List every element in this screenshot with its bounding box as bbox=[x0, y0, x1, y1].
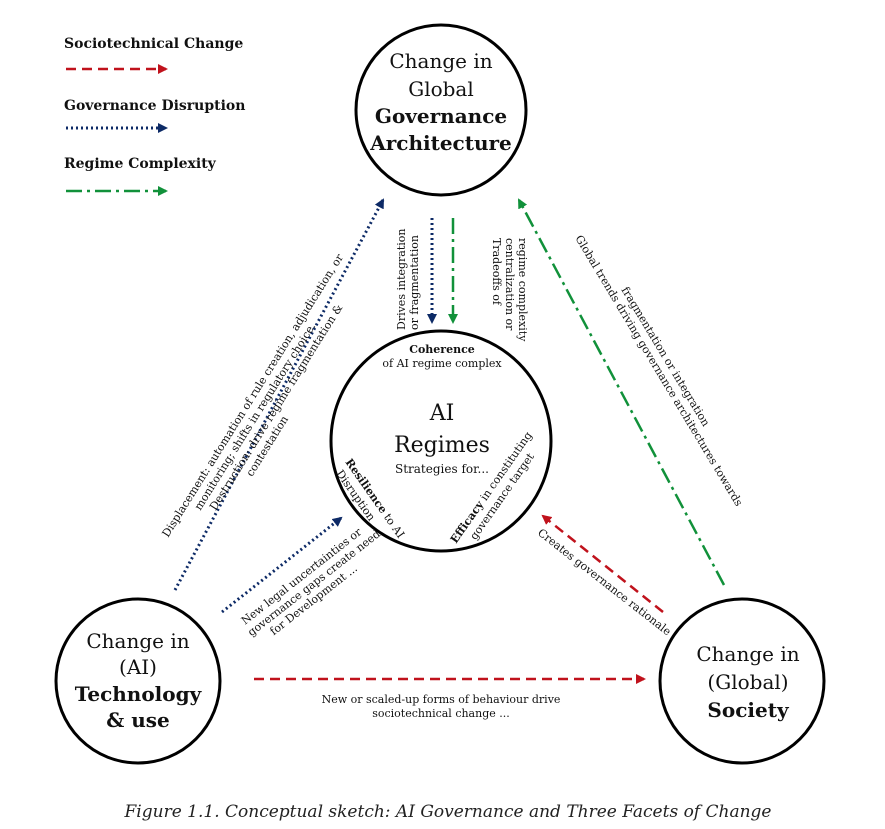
legend-governance-disruption-label: Governance Disruption bbox=[64, 98, 245, 114]
technology-line3: Technology bbox=[75, 682, 203, 706]
displacement-line2: monitoring; shifts in regulatory choice. bbox=[192, 321, 319, 513]
society-circle bbox=[658, 597, 826, 765]
technology-line1: Change in bbox=[86, 629, 189, 653]
tradeoffs-label: Tradeoffs of centralization or regime co… bbox=[490, 238, 529, 342]
governance-line4: Architecture bbox=[369, 131, 512, 155]
tradeoffs-line2: centralization or bbox=[503, 238, 516, 331]
regimes-title1: AI bbox=[429, 401, 455, 426]
behaviour-line1: New or scaled-up forms of behaviour driv… bbox=[322, 693, 561, 706]
drives-line2: or fragmentation bbox=[408, 235, 421, 330]
tradeoffs-line3: regime complexity bbox=[516, 238, 529, 342]
technology-circle bbox=[54, 597, 222, 765]
technology-line4: & use bbox=[106, 708, 170, 732]
governance-line1: Change in bbox=[389, 49, 492, 73]
legend-sociotechnical-label: Sociotechnical Change bbox=[64, 36, 243, 52]
legend: Sociotechnical Change Governance Disrupt… bbox=[64, 36, 245, 196]
society-line1: Change in bbox=[696, 642, 799, 666]
global-trends-line1: Global trends driving governance archite… bbox=[572, 233, 745, 509]
global-trends-line2: fragmentation or integration bbox=[619, 284, 713, 428]
society-line2: (Global) bbox=[707, 670, 788, 694]
drives-label: Drives integration or fragmentation bbox=[395, 229, 421, 331]
displacement-line3: Destruction: drive regime fragmentation … bbox=[207, 302, 346, 513]
governance-circle bbox=[354, 23, 528, 197]
legend-regime-complexity-label: Regime Complexity bbox=[64, 156, 217, 172]
governance-line3: Governance bbox=[375, 104, 507, 128]
arrow-technology-to-governance bbox=[173, 198, 385, 591]
arrow-society-to-governance bbox=[517, 198, 726, 586]
regimes-title2: Regimes bbox=[394, 433, 490, 458]
new-legal-label: New legal uncertainties or governance ga… bbox=[239, 525, 383, 639]
society-line3: Society bbox=[707, 698, 790, 722]
creates-label: Creates governance rationale bbox=[535, 526, 673, 638]
new-legal-line2: governance gaps create need bbox=[245, 527, 383, 638]
regimes-circle bbox=[329, 329, 553, 553]
technology-line2: (AI) bbox=[119, 655, 157, 679]
behaviour-line2: sociotechnical change ... bbox=[372, 707, 510, 720]
figure-caption: Figure 1.1. Conceptual sketch: AI Govern… bbox=[124, 802, 772, 822]
global-trends-label: Global trends driving governance archite… bbox=[572, 233, 745, 509]
arrow-society-to-regimes bbox=[541, 514, 664, 613]
coherence-rest: of AI regime complex bbox=[382, 357, 502, 370]
coherence-bold: Coherence bbox=[409, 343, 475, 356]
governance-line2: Global bbox=[408, 77, 474, 101]
regimes-subtitle: Strategies for... bbox=[395, 462, 489, 476]
tradeoffs-line1: Tradeoffs of bbox=[490, 238, 503, 306]
drives-line1: Drives integration bbox=[395, 229, 408, 331]
arrow-technology-to-regimes bbox=[221, 516, 343, 614]
displacement-line1: Displacement: automation of rule creatio… bbox=[160, 251, 347, 539]
creates-line1: Creates governance rationale bbox=[535, 526, 673, 638]
